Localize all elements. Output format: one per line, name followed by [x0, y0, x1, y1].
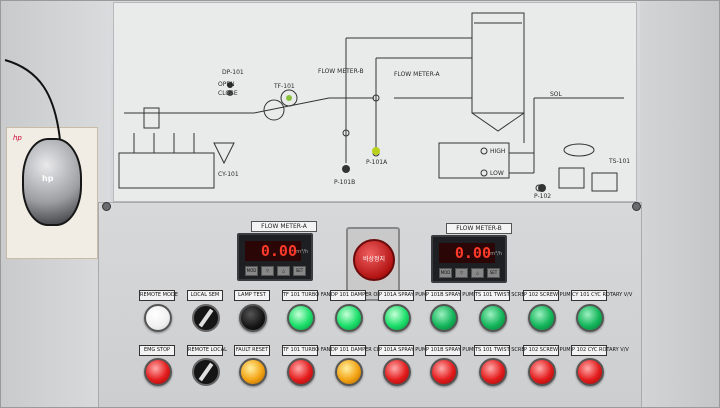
row2-pushbutton-lamp-0[interactable] [144, 358, 172, 386]
flow-meter-a-unit: m³/h [296, 249, 308, 255]
dp-open-indicator [227, 82, 233, 88]
flow-meter-a-set-key[interactable]: SET [293, 266, 306, 276]
flow-meter-a-up-key[interactable]: △ [277, 266, 290, 276]
emergency-stop-housing: 비상정지 [346, 227, 400, 301]
row1-pushbutton-lamp-4[interactable] [335, 304, 363, 332]
row1-pushbutton-lamp-2[interactable] [239, 304, 267, 332]
label-fm-a: FLOW METER-A [394, 71, 440, 78]
tf-indicator [286, 95, 292, 101]
row2-label-1: REMOTE LOCAL [187, 345, 227, 356]
row2-pushbutton-lamp-6[interactable] [430, 358, 458, 386]
flow-meter-b-set-key[interactable]: SET [487, 268, 500, 278]
flow-meter-b-mod-key[interactable]: MOD [439, 268, 452, 278]
mouse-cable [4, 59, 61, 141]
row1-label-3: TF 101 TURBO FAN [282, 290, 330, 301]
row2-pushbutton-lamp-9[interactable] [576, 358, 604, 386]
p102-indicator [538, 184, 546, 192]
row1-label-2: LAMP TEST [234, 290, 270, 301]
label-p101b: P-101B [334, 179, 356, 186]
row1-pushbutton-lamp-0[interactable] [144, 304, 172, 332]
row2-label-4: DP 101 DAMPER CLOSE [330, 345, 390, 356]
row2-label-3: TF 101 TURBO FAN [282, 345, 330, 356]
p101b-indicator [342, 165, 350, 173]
row1-label-0: REMOTE MODE [139, 290, 178, 301]
row2-selector-switch-1[interactable] [192, 358, 220, 386]
label-fm-b: FLOW METER-B [318, 68, 364, 75]
flow-meter-b-label: FLOW METER-B [446, 223, 512, 234]
flow-meter-b-value: 0.00 [439, 243, 495, 263]
row1-label-1: LOCAL SEM [187, 290, 223, 301]
row1-pushbutton-lamp-6[interactable] [430, 304, 458, 332]
flow-meter-b-up-key[interactable]: △ [471, 268, 484, 278]
process-diagram: DP-101 OPEN CLOSE TF-101 FLOW METER-B FL… [113, 2, 637, 202]
flow-meter-a-label: FLOW METER-A [251, 221, 317, 232]
row1-pushbutton-lamp-5[interactable] [383, 304, 411, 332]
label-high: HIGH [490, 148, 506, 155]
card-brand: hp [13, 134, 22, 142]
row1-label-5: P 101A SPRAY PUMP [378, 290, 429, 301]
mouse-logo: hp [42, 174, 54, 183]
row2-label-6: P 101B SPRAY PUMP [425, 345, 476, 356]
label-open: OPEN [218, 81, 235, 88]
row1-label-6: P 101B SPRAY PUMP [425, 290, 476, 301]
label-dp: DP-101 [222, 69, 244, 76]
flow-meter-a-value: 0.00 [245, 241, 301, 261]
row1-pushbutton-lamp-7[interactable] [479, 304, 507, 332]
row1-pushbutton-lamp-3[interactable] [287, 304, 315, 332]
flow-meter-b-display: 0.00 m³/h MOD ▽ △ SET [431, 235, 507, 283]
flow-meter-a-display: 0.00 m³/h MOD ▽ △ SET [237, 233, 313, 281]
row2-pushbutton-lamp-2[interactable] [239, 358, 267, 386]
label-low: LOW [490, 170, 504, 177]
screw [102, 202, 111, 211]
label-p102: P-102 [534, 193, 552, 200]
label-close: CLOSE [218, 90, 238, 97]
row1-label-7: TS 101 TWIST SCREEN [474, 290, 531, 301]
flow-meter-a-down-key[interactable]: ▽ [261, 266, 274, 276]
label-cy: CY-101 [218, 171, 239, 178]
row2-pushbutton-lamp-5[interactable] [383, 358, 411, 386]
diagram-lines [118, 12, 624, 192]
row2-pushbutton-lamp-7[interactable] [479, 358, 507, 386]
row1-label-9: CY 101 CYC ROTARY V/V [571, 290, 632, 301]
row2-label-5: P 101A SPRAY PUMP [378, 345, 429, 356]
row1-pushbutton-lamp-9[interactable] [576, 304, 604, 332]
row2-pushbutton-lamp-8[interactable] [528, 358, 556, 386]
screw [632, 202, 641, 211]
row1-pushbutton-lamp-8[interactable] [528, 304, 556, 332]
control-panel: FLOW METER-A 0.00 m³/h MOD ▽ △ SET 비상정지 … [98, 202, 642, 408]
row2-label-2: FAULT RESET [234, 345, 270, 356]
flow-meter-a-mod-key[interactable]: MOD [245, 266, 258, 276]
emergency-stop-button[interactable]: 비상정지 [353, 239, 395, 281]
flow-meter-b-down-key[interactable]: ▽ [455, 268, 468, 278]
dp-close-indicator [227, 90, 233, 96]
p101a-indicator [372, 147, 380, 155]
row2-pushbutton-lamp-4[interactable] [335, 358, 363, 386]
row1-label-4: DP 101 DAMPER OPEN [330, 290, 387, 301]
label-tf: TF-101 [274, 83, 295, 90]
row1-selector-switch-1[interactable] [192, 304, 220, 332]
row2-label-7: TS 101 TWIST SCREEN [474, 345, 531, 356]
row2-pushbutton-lamp-3[interactable] [287, 358, 315, 386]
row1-label-8: P 102 SCREW PUMP [523, 290, 574, 301]
row2-label-9: P 102 CYC ROTARY V/V [571, 345, 629, 356]
label-sol: SOL [550, 91, 562, 98]
flow-meter-b-unit: m³/h [490, 251, 502, 257]
label-ts: TS-101 [609, 158, 631, 165]
panel-right-edge [640, 0, 720, 408]
label-p101a: P-101A [366, 159, 388, 166]
row2-label-8: P 102 SCREW PUMP [523, 345, 574, 356]
row2-label-0: EMG STOP [139, 345, 175, 356]
computer-mouse[interactable]: hp [22, 138, 82, 226]
